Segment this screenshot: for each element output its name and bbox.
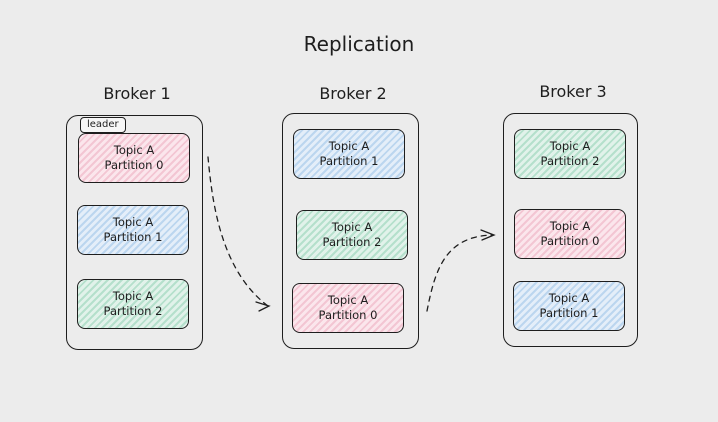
- broker-2-label: Broker 2: [319, 84, 387, 103]
- arrow-broker1-to-broker2: [207, 156, 271, 312]
- partition-label: Partition 1: [103, 230, 163, 244]
- partition-topic: Topic A: [549, 139, 591, 153]
- partition-topic: Topic A: [328, 139, 370, 153]
- partition-label: Partition 2: [322, 235, 382, 249]
- arrow-broker2-to-broker3: [426, 229, 496, 312]
- partition-label: Partition 0: [318, 308, 378, 322]
- broker-3-partition-0: Topic A Partition 0: [514, 209, 626, 259]
- broker-1-partition-2: Topic A Partition 2: [77, 279, 189, 329]
- broker-2-box: [282, 113, 419, 349]
- broker-3-label: Broker 3: [539, 82, 607, 101]
- broker-1-label: Broker 1: [103, 84, 171, 103]
- partition-topic: Topic A: [112, 215, 154, 229]
- partition-topic: Topic A: [331, 220, 373, 234]
- broker-3-partition-1: Topic A Partition 1: [513, 281, 625, 331]
- partition-label: Partition 0: [104, 158, 164, 172]
- partition-topic: Topic A: [327, 293, 369, 307]
- broker-3-box: [503, 113, 638, 347]
- broker-2-partition-2: Topic A Partition 2: [296, 210, 408, 260]
- partition-topic: Topic A: [548, 291, 590, 305]
- partition-label: Partition 1: [319, 154, 379, 168]
- partition-label: Partition 0: [540, 234, 600, 248]
- broker-1-box: [66, 115, 203, 350]
- partition-label: Partition 1: [539, 306, 599, 320]
- broker-2-partition-0: Topic A Partition 0: [292, 283, 404, 333]
- broker-2-partition-1: Topic A Partition 1: [293, 129, 405, 179]
- partition-label: Partition 2: [540, 154, 600, 168]
- leader-tag: leader: [80, 117, 126, 133]
- broker-1-partition-1: Topic A Partition 1: [77, 205, 189, 255]
- diagram-title: Replication: [303, 32, 415, 56]
- partition-topic: Topic A: [112, 289, 154, 303]
- partition-topic: Topic A: [113, 143, 155, 157]
- partition-topic: Topic A: [549, 219, 591, 233]
- partition-label: Partition 2: [103, 304, 163, 318]
- broker-3-partition-2: Topic A Partition 2: [514, 129, 626, 179]
- broker-1-partition-0: Topic A Partition 0: [78, 133, 190, 183]
